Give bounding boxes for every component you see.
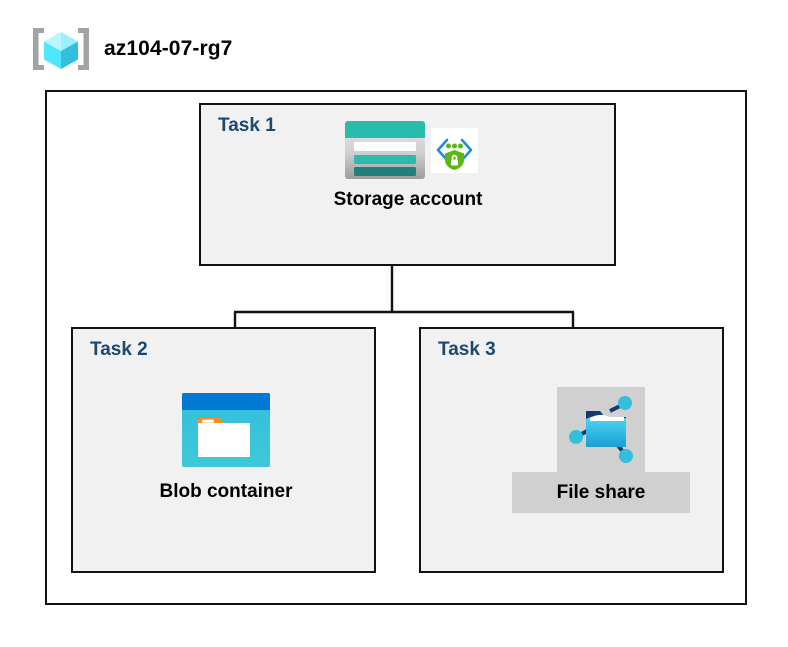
secure-badge-icon — [430, 127, 478, 173]
task-3-box[interactable]: Task 3 — [419, 327, 724, 573]
storage-account-caption: Storage account — [333, 189, 483, 210]
storage-account-icon — [343, 119, 427, 181]
task-3-label: Task 3 — [438, 339, 496, 360]
file-share-caption-highlight: File share — [512, 472, 690, 513]
node-storage-account[interactable]: Storage account — [298, 119, 522, 211]
resource-group-title: az104-07-rg7 — [104, 37, 233, 60]
node-blob-container[interactable]: Blob container — [133, 391, 319, 503]
task-2-box[interactable]: Task 2 Blob container — [71, 327, 376, 573]
file-share-icon-highlight — [557, 387, 645, 472]
file-share-icon — [564, 393, 638, 467]
blob-container-caption: Blob container — [159, 481, 293, 502]
storage-account-icon-row — [343, 119, 478, 181]
task-1-box[interactable]: Task 1 — [199, 103, 616, 266]
task-1-label: Task 1 — [218, 115, 276, 136]
blob-container-icon — [180, 391, 272, 481]
resource-group-icon — [30, 24, 92, 74]
node-file-share[interactable]: File share — [512, 387, 690, 513]
resource-group-header: az104-07-rg7 — [30, 24, 232, 74]
file-share-caption: File share — [556, 481, 646, 503]
task-2-label: Task 2 — [90, 339, 148, 360]
